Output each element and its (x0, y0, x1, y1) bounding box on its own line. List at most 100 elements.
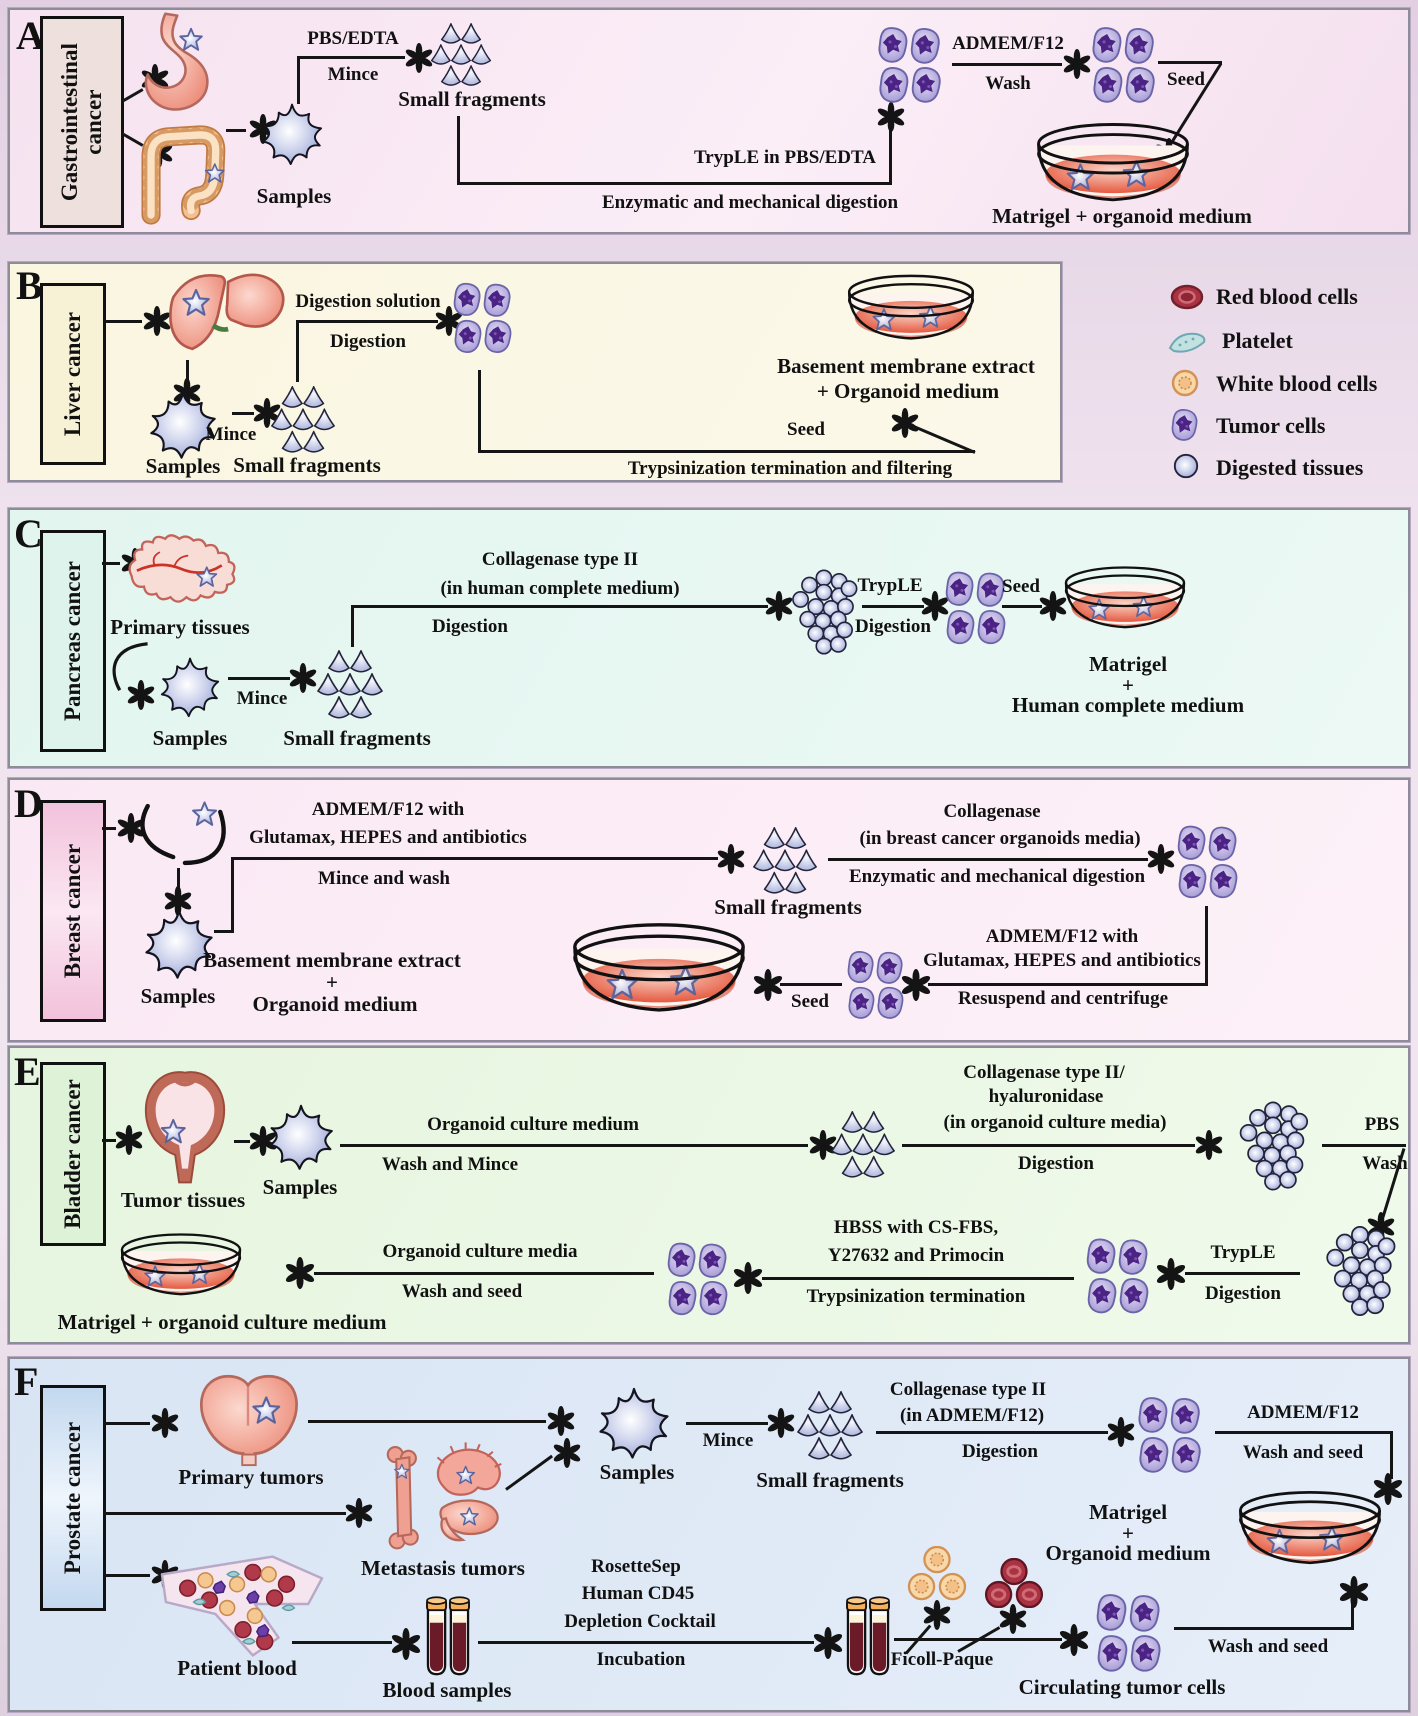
flow-line (457, 182, 892, 185)
flow-line (876, 1431, 1108, 1434)
reagent-label: (in breast cancer organoids media) (859, 828, 1141, 850)
reagent-label: ADMEM/F12 with (985, 926, 1139, 948)
petri-dish-icon (1062, 560, 1188, 644)
panel-letter: F (14, 1359, 39, 1404)
panel-title-prostate: Prostate cancer (40, 1385, 106, 1611)
flow-line (478, 370, 481, 452)
asterisk-marker (1058, 1624, 1090, 1656)
step-label: Ficoll-Paque (890, 1649, 994, 1671)
petri-dish-icon (1228, 1490, 1392, 1576)
dish-label: Organoid medium (1045, 1540, 1211, 1565)
dish-label: Matrigel (1088, 1499, 1168, 1524)
step-label: Seed (1002, 576, 1040, 598)
tumor-cells-icon (1094, 1593, 1162, 1673)
panel-title-liver: Liver cancer (40, 283, 106, 465)
fragments-icon (828, 1110, 898, 1182)
fragments-icon (794, 1390, 866, 1464)
petri-dish-icon (1033, 122, 1193, 214)
legend-label: Tumor cells (1216, 413, 1326, 438)
flow-line (1185, 1272, 1300, 1275)
asterisk-marker (1146, 844, 1176, 874)
legend-label: White blood cells (1216, 371, 1378, 396)
flow-line (308, 1420, 546, 1423)
flow-line (1002, 605, 1042, 608)
asterisk-marker (284, 1257, 316, 1289)
step-label: Wash and seed (1207, 1636, 1329, 1658)
flow-line (340, 1144, 808, 1147)
asterisk-marker (890, 408, 920, 438)
samples-star-icon (158, 650, 222, 726)
flow-line (177, 868, 180, 890)
flow-line (351, 607, 354, 647)
dish-label: + (1122, 1520, 1134, 1545)
panel-letter: E (14, 1049, 41, 1094)
step-label: Mince and wash (318, 868, 450, 890)
primary-tumors-label: Primary tumors (178, 1464, 324, 1489)
fragments-label: Small fragments (283, 725, 431, 750)
pancreas-icon (124, 530, 240, 614)
flow-line (296, 320, 438, 323)
legend-label: Red blood cells (1216, 284, 1358, 309)
flow-line (952, 63, 1062, 66)
reagent-label: Organoid culture media (382, 1241, 578, 1263)
flow-line (186, 360, 189, 382)
panel-gastrointestinal (8, 8, 1410, 234)
flow-line (780, 983, 842, 986)
breast-icon (134, 798, 232, 872)
panel-pancreas (8, 508, 1410, 768)
asterisk-marker (876, 102, 906, 132)
step-label: Seed (1167, 69, 1205, 91)
samples-star-icon (142, 904, 216, 986)
step-label: Digestion (432, 616, 508, 638)
step-label: Resuspend and centrifuge (957, 988, 1169, 1010)
reagent-label: ADMEM/F12 (1247, 1402, 1359, 1424)
reagent-label: (in human complete medium) (440, 578, 680, 600)
blood-tubes-icon (846, 1594, 890, 1678)
dish-label: Organoid medium (252, 991, 418, 1016)
samples-star-icon (266, 1100, 336, 1176)
digested-tissue-icon (1172, 452, 1200, 480)
dish-label: Basement membrane extract (203, 947, 461, 972)
digested-cluster-icon (788, 566, 858, 658)
dish-label: Matrigel + organoid medium (992, 203, 1252, 228)
reagent-label: TrypLE in PBS/EDTA (694, 147, 876, 169)
flow-line (351, 605, 768, 608)
asterisk-marker (1062, 49, 1092, 79)
flow-line (828, 858, 1148, 861)
asterisk-marker (998, 1604, 1028, 1634)
dish-label: Matrigel + organoid culture medium (57, 1309, 387, 1334)
flow-line (297, 56, 405, 59)
patient-blood-label: Patient blood (177, 1655, 297, 1680)
step-label: Digestion (1018, 1153, 1094, 1175)
asterisk-marker (900, 969, 932, 1001)
samples-label: Samples (256, 183, 332, 208)
fragments-label: Small fragments (398, 86, 546, 111)
panel-title-bladder: Bladder cancer (40, 1062, 106, 1246)
flow-line (1174, 1627, 1354, 1630)
reagent-label: Organoid culture medium (427, 1114, 639, 1136)
asterisk-marker (150, 1408, 180, 1438)
reagent-label: Glutamax, HEPES and antibiotics (923, 950, 1201, 972)
asterisk-marker (1338, 1576, 1370, 1608)
step-label: Enzymatic and mechanical digestion (601, 192, 899, 214)
reagent-label: hyaluronidase (988, 1086, 1104, 1108)
flow-line (762, 1277, 1074, 1280)
dish-label: + (1122, 672, 1134, 697)
tumor-cells-icon (1136, 1396, 1202, 1474)
stomach-icon (134, 10, 226, 116)
asterisk-marker (126, 680, 156, 710)
asterisk-marker (732, 1262, 764, 1294)
asterisk-marker (766, 1408, 796, 1438)
flow-line (232, 412, 254, 415)
reagent-label: HBSS with CS-FBS, (833, 1217, 999, 1239)
samples-star-icon (258, 102, 326, 168)
reagent-label: TrypLE (857, 575, 923, 597)
step-label: Mince (205, 424, 257, 446)
flow-line (102, 827, 116, 830)
flow-line (104, 1422, 150, 1425)
flow-line (102, 1139, 116, 1142)
flow-line (862, 605, 924, 608)
blood-samples-label: Blood samples (382, 1677, 512, 1702)
asterisk-marker (716, 844, 746, 874)
prostate-icon (194, 1370, 302, 1468)
